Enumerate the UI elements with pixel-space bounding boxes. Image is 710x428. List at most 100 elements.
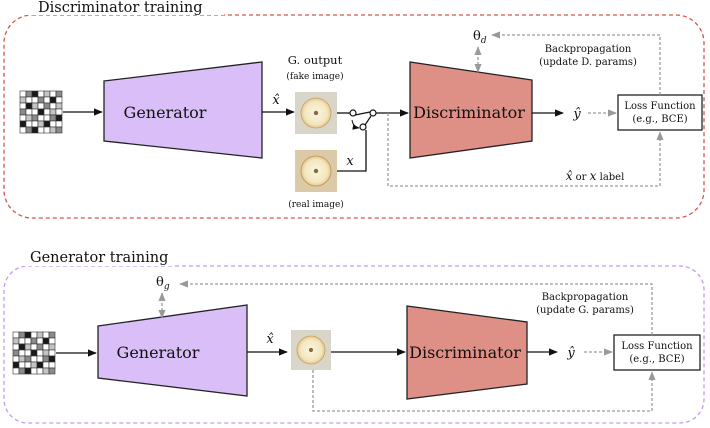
noise-cell	[48, 367, 56, 375]
noise-cell	[37, 114, 45, 122]
noise-cell	[49, 126, 57, 134]
backprop-arrow-d	[491, 31, 661, 95]
noise-cell	[24, 355, 32, 363]
noise-cell	[24, 337, 32, 345]
noise-cell	[48, 349, 56, 357]
noise-grid-icon	[12, 331, 56, 375]
g-output-title: G. output	[288, 53, 343, 67]
label-text: x̂ or x label	[566, 169, 625, 183]
noise-cell	[43, 108, 51, 116]
noise-cell	[43, 102, 51, 110]
noise-cell	[36, 367, 44, 375]
noise-cell	[36, 355, 44, 363]
noise-cell	[19, 102, 27, 110]
noise-cell	[48, 355, 56, 363]
noise-cell	[30, 355, 38, 363]
noise-cell	[49, 96, 57, 104]
noise-cell	[42, 367, 50, 375]
noise-cell	[25, 102, 33, 110]
discriminator-training-panel: Discriminator training Generator x̂ G. o…	[3, 0, 705, 219]
noise-cell	[25, 126, 33, 134]
noise-cell	[19, 114, 27, 122]
noise-cell	[36, 331, 44, 339]
noise-cell	[19, 126, 27, 134]
loss-line1: Loss Function	[624, 101, 696, 112]
backprop-arrow-g	[179, 280, 653, 335]
loss-function-box	[613, 334, 701, 371]
noise-cell	[37, 108, 45, 116]
backprop-line1: Backpropagation	[542, 292, 629, 303]
backprop-line2: (update G. params)	[536, 305, 634, 316]
noise-cell	[43, 126, 51, 134]
noise-cell	[31, 120, 39, 128]
noise-cell	[18, 355, 26, 363]
noise-cell	[18, 349, 26, 357]
noise-cell	[31, 96, 39, 104]
noise-cell	[49, 108, 57, 116]
real-image-icon	[295, 150, 337, 192]
loss-line2: (e.g., BCE)	[629, 354, 684, 365]
noise-cell	[42, 337, 50, 345]
xhat-label: x̂	[266, 332, 274, 347]
noise-cell	[12, 337, 20, 345]
noise-cell	[55, 126, 63, 134]
noise-cell	[25, 120, 33, 128]
panel-title: Generator training	[30, 250, 168, 266]
noise-cell	[37, 90, 45, 98]
noise-cell	[12, 361, 20, 369]
noise-cell	[42, 331, 50, 339]
noise-cell	[12, 349, 20, 357]
noise-cell	[55, 96, 63, 104]
noise-cell	[24, 361, 32, 369]
noise-cell	[43, 120, 51, 128]
noise-cell	[25, 114, 33, 122]
noise-grid-icon	[19, 90, 63, 134]
loss-line1: Loss Function	[621, 341, 693, 352]
noise-cell	[43, 90, 51, 98]
discriminator-block	[406, 305, 528, 400]
noise-cell	[25, 108, 33, 116]
noise-cell	[55, 102, 63, 110]
discriminator-label: Discriminator	[413, 103, 525, 122]
noise-cell	[30, 349, 38, 357]
noise-cell	[55, 120, 63, 128]
noise-cell	[36, 361, 44, 369]
noise-cell	[37, 120, 45, 128]
noise-cell	[48, 337, 56, 345]
noise-cell	[42, 349, 50, 357]
noise-cell	[49, 90, 57, 98]
label-arrow	[387, 113, 664, 187]
yhat-label: ŷ	[566, 346, 575, 361]
noise-cell	[49, 102, 57, 110]
noise-cell	[48, 343, 56, 351]
noise-cell	[48, 361, 56, 369]
noise-cell	[37, 126, 45, 134]
noise-cell	[19, 108, 27, 116]
noise-cell	[25, 90, 33, 98]
yhat-label: ŷ	[572, 107, 581, 122]
generator-label: Generator	[124, 103, 207, 122]
generator-block	[103, 61, 263, 159]
backprop-line1: Backpropagation	[545, 44, 632, 55]
noise-cell	[30, 337, 38, 345]
noise-cell	[36, 349, 44, 357]
switch-icon	[337, 109, 409, 172]
noise-cell	[55, 114, 63, 122]
noise-cell	[31, 108, 39, 116]
fake-image-icon	[295, 92, 337, 134]
noise-cell	[30, 343, 38, 351]
generator-training-panel: Generator training Generator x̂ Discrimi…	[3, 248, 705, 424]
panel-border	[3, 265, 705, 424]
label-arrow	[312, 370, 656, 412]
noise-cell	[37, 96, 45, 104]
noise-cell	[43, 96, 51, 104]
noise-cell	[12, 343, 20, 351]
noise-cell	[30, 361, 38, 369]
noise-cell	[24, 349, 32, 357]
noise-cell	[31, 126, 39, 134]
noise-cell	[42, 343, 50, 351]
noise-cell	[18, 337, 26, 345]
x-label: x	[346, 154, 354, 169]
panel-title: Discriminator training	[38, 0, 203, 16]
